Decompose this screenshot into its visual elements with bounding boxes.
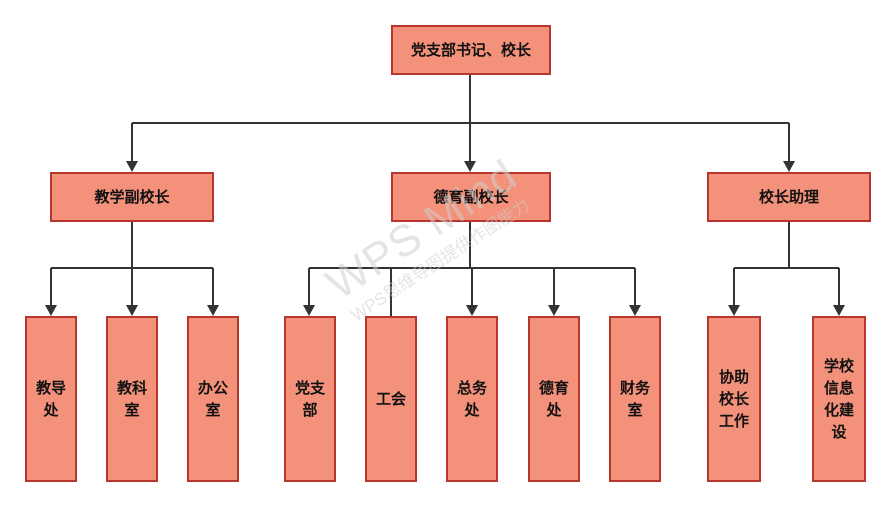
arrow-moral-vp (464, 161, 476, 172)
node-admin-office[interactable]: 办公室 (187, 316, 239, 482)
arrow-teaching-vp (126, 161, 138, 172)
arrow-xinxihua (833, 305, 845, 316)
node-jiaodao-office[interactable]: 教导处 (25, 316, 77, 482)
node-root[interactable]: 党支部书记、校长 (391, 25, 551, 75)
node-party-branch[interactable]: 党支部 (284, 316, 336, 482)
node-jiaoke-office[interactable]: 教科室 (106, 316, 158, 482)
node-label: 校长助理 (758, 188, 819, 206)
node-label: 德育副校长 (433, 188, 509, 206)
node-label: 工会 (375, 390, 406, 408)
node-labor-union[interactable]: 工会 (365, 316, 417, 482)
node-moral-vice-principal[interactable]: 德育副校长 (391, 172, 551, 222)
arrow-xiezhu (728, 305, 740, 316)
node-school-informatization[interactable]: 学校信息化建设 (812, 316, 866, 482)
node-label: 党支部 (294, 379, 325, 419)
node-principal-assistant[interactable]: 校长助理 (707, 172, 871, 222)
node-label: 总务处 (456, 379, 487, 419)
node-label: 教学副校长 (94, 188, 170, 206)
node-moral-education[interactable]: 德育处 (528, 316, 580, 482)
arrow-bangong (207, 305, 219, 316)
arrow-dangzhibu (303, 305, 315, 316)
node-general-affairs[interactable]: 总务处 (446, 316, 498, 482)
arrow-caiwu (629, 305, 641, 316)
node-label: 学校信息化建设 (823, 357, 854, 441)
node-label: 教导处 (35, 379, 66, 419)
node-label: 教科室 (116, 379, 147, 419)
node-label: 办公室 (197, 379, 228, 419)
arrow-deyu (548, 305, 560, 316)
arrow-zongwu (466, 305, 478, 316)
node-label: 党支部书记、校长 (410, 41, 531, 59)
arrow-jiaoke (126, 305, 138, 316)
node-label: 财务室 (619, 379, 650, 419)
node-finance-office[interactable]: 财务室 (609, 316, 661, 482)
node-label: 德育处 (538, 379, 569, 419)
arrow-assistant (783, 161, 795, 172)
node-assist-principal[interactable]: 协助校长工作 (707, 316, 761, 482)
arrow-jiaodao (45, 305, 57, 316)
node-label: 协助校长工作 (718, 368, 749, 430)
node-teaching-vice-principal[interactable]: 教学副校长 (50, 172, 214, 222)
